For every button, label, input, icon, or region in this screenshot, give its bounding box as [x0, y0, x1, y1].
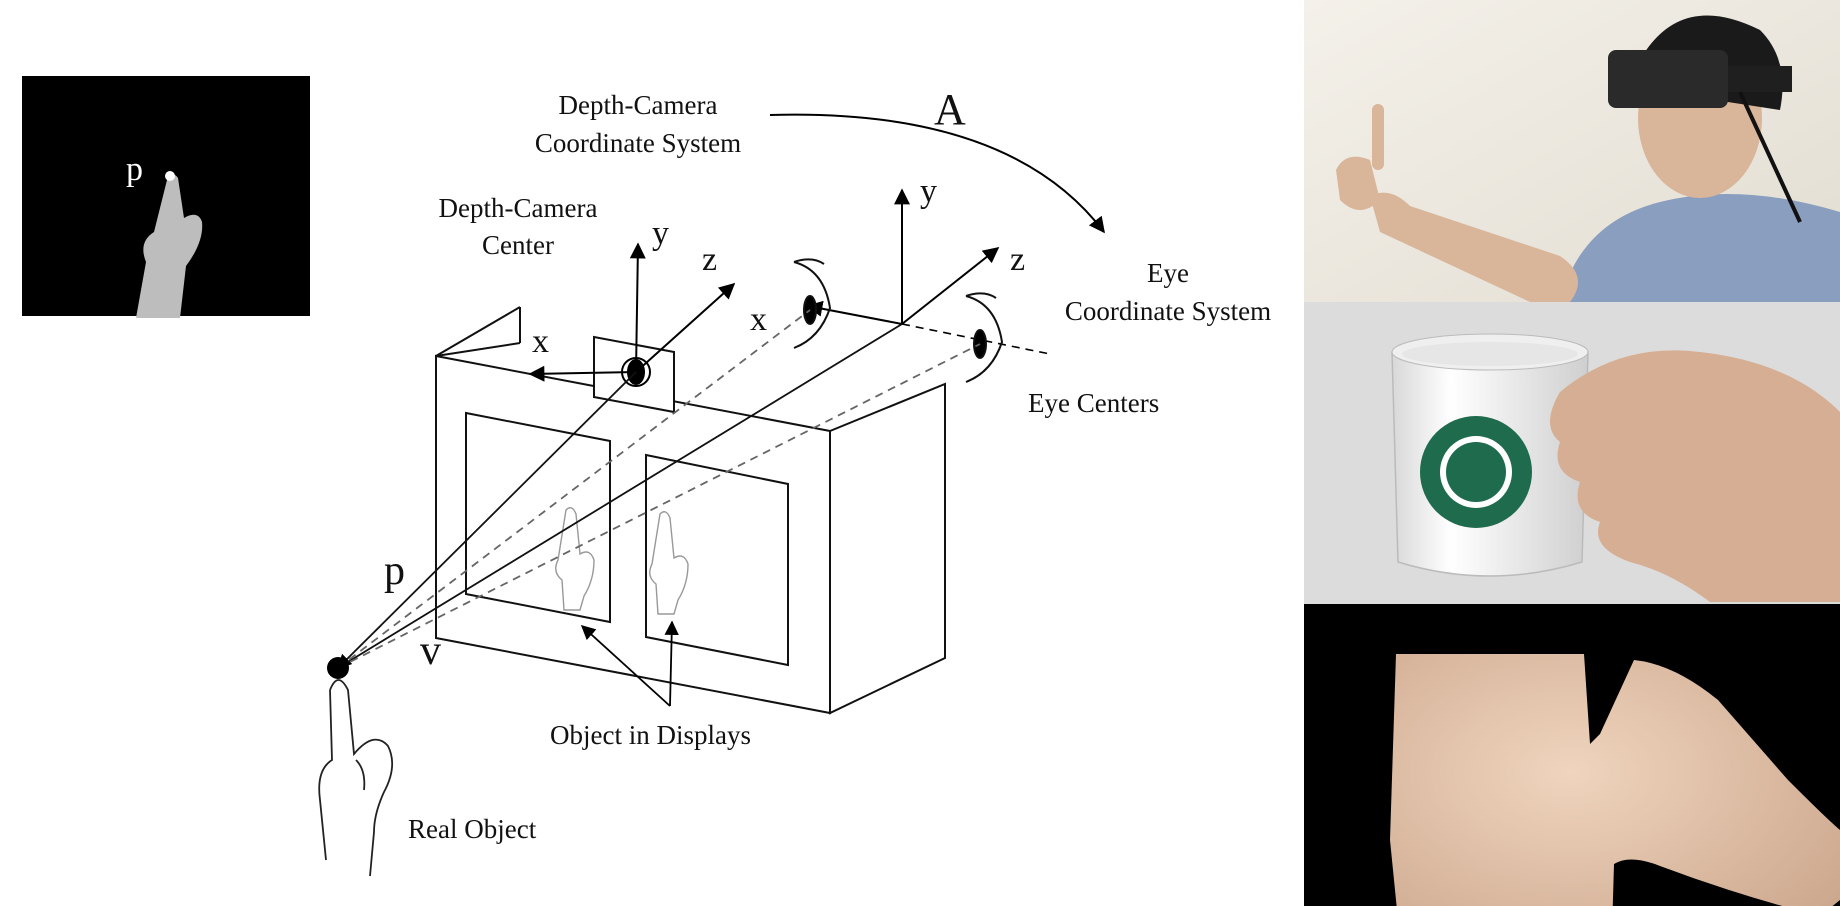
object-in-displays-label: Object in Displays	[550, 720, 751, 750]
eye-axis-z-label: z	[1010, 241, 1025, 278]
fingertip-depth-inset: p	[22, 76, 310, 318]
eye-centers-label: Eye Centers	[1028, 388, 1159, 418]
depth-camera-axes	[528, 242, 736, 387]
vector-v-label: v	[420, 628, 441, 674]
vector-p-label: p	[384, 548, 405, 594]
depth-camera-coordinate-system-label-2: Coordinate System	[535, 128, 741, 158]
depth-camera-center-label: Depth-Camera	[439, 193, 598, 223]
inset-fingertip-point	[165, 171, 175, 181]
eye-left-icon	[793, 258, 832, 349]
transform-label: A	[934, 85, 966, 134]
eye-coordinate-system-label: Eye	[1147, 258, 1189, 288]
eye-axis-x-label: x	[750, 301, 767, 338]
hmd-box	[435, 306, 946, 715]
photo-hand-holding-mug	[1304, 302, 1840, 604]
real-object-label: Real Object	[408, 814, 537, 844]
display-pointer-arrows	[580, 620, 679, 707]
left-display	[465, 411, 611, 624]
camera-axis-z-label: z	[702, 241, 717, 278]
photo-user-headset	[1304, 0, 1840, 302]
depth-camera-center-label-2: Center	[482, 230, 554, 260]
inset-point-label: p	[126, 151, 143, 188]
depth-camera-coordinate-system-label: Depth-Camera	[559, 90, 718, 120]
camera-axis-x-label: x	[532, 323, 549, 360]
real-object-hand	[318, 679, 394, 877]
camera-axis-y-label: y	[652, 215, 669, 252]
photo-depth-render	[1304, 604, 1840, 906]
real-object-point	[327, 657, 349, 679]
right-display	[645, 453, 789, 667]
transform-arrow	[769, 113, 1105, 234]
diagram-labels: Depth-Camera Coordinate System A Depth-C…	[384, 85, 1271, 844]
projection-rays	[336, 309, 981, 670]
eye-coordinate-system-label-2: Coordinate System	[1065, 296, 1271, 326]
eye-axis-y-label: y	[920, 173, 937, 210]
inset-finger	[136, 174, 203, 318]
